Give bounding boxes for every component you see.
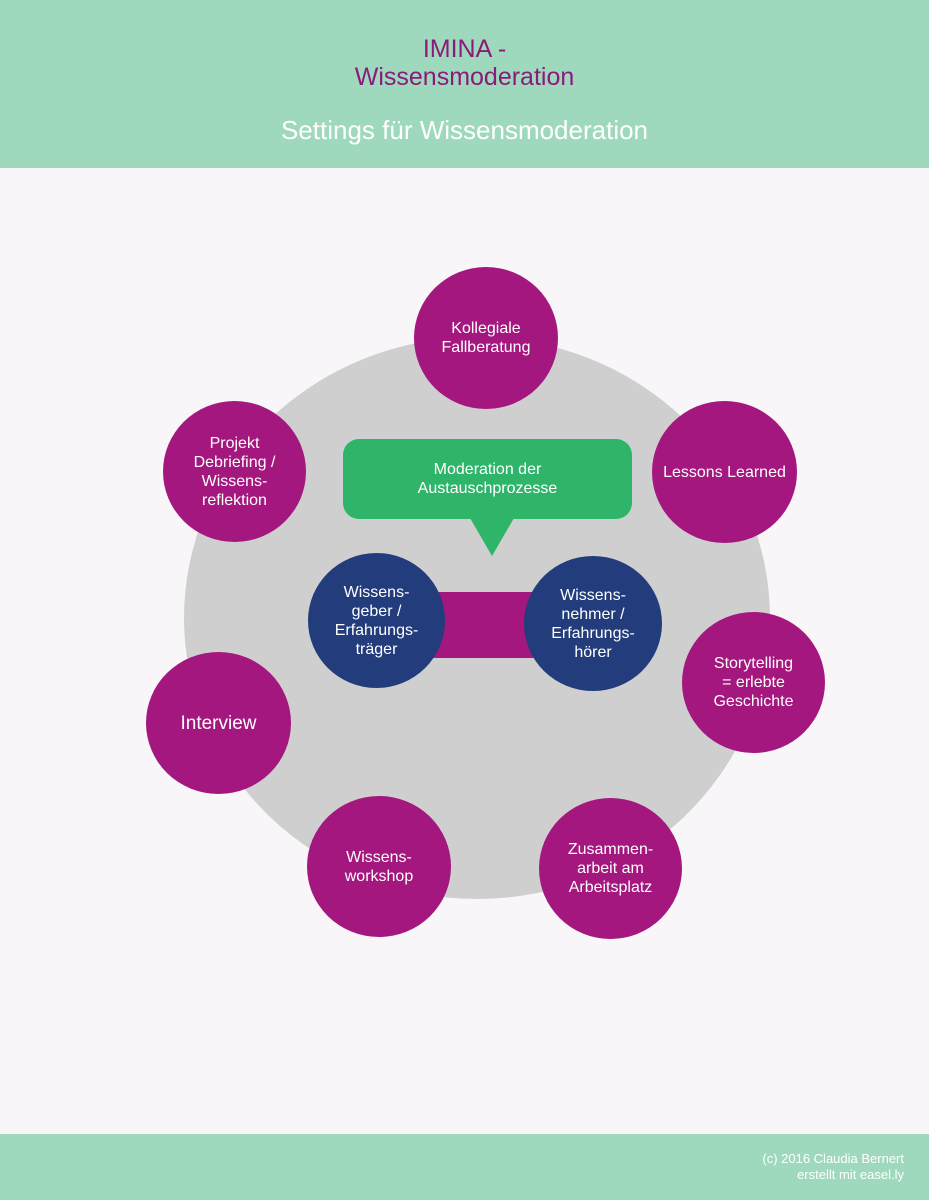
- setting-kollegiale-fallberatung: Kollegiale Fallberatung: [414, 267, 558, 409]
- footer-copyright: (c) 2016 Claudia Bernert: [762, 1151, 904, 1166]
- setting-lessons-learned: Lessons Learned: [652, 401, 797, 543]
- title-line2: Wissensmoderation: [354, 63, 575, 91]
- setting-interview: Interview: [146, 652, 291, 794]
- footer-credits: (c) 2016 Claudia Bernert erstellt mit ea…: [762, 1151, 904, 1183]
- setting-zusammenarbeit-am-arbeitsplatz: Zusammen- arbeit am Arbeitsplatz: [539, 798, 682, 939]
- setting-projekt-debriefing: Projekt Debriefing / Wissens- reflektion: [163, 401, 306, 542]
- header-band: [0, 0, 929, 168]
- footer-band: [0, 1134, 929, 1200]
- title-line1: IMINA -: [422, 35, 507, 63]
- moderation-speech-bubble: Moderation der Austauschprozesse: [343, 439, 632, 519]
- subtitle: Settings für Wissensmoderation: [280, 115, 649, 145]
- knowledge-receiver-circle: Wissens- nehmer / Erfahrungs- hörer: [524, 556, 662, 691]
- footer-made-with: erstellt mit easel.ly: [797, 1167, 904, 1182]
- setting-wissensworkshop: Wissens- workshop: [307, 796, 451, 937]
- setting-storytelling: Storytelling = erlebte Geschichte: [682, 612, 825, 753]
- knowledge-giver-circle: Wissens- geber / Erfahrungs- träger: [308, 553, 445, 688]
- speech-bubble-tail: [470, 518, 514, 556]
